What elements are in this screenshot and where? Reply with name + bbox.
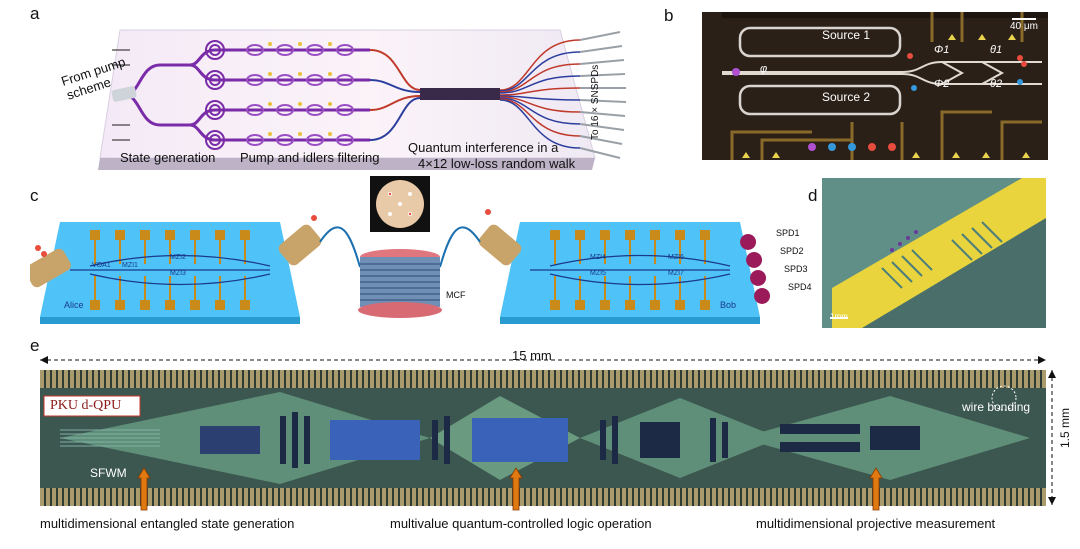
scale-bar-d-label: 1mm xyxy=(830,312,848,321)
bob-mzi6-label: MZI6 xyxy=(668,254,684,261)
caption-projective-measurement: multidimensional projective measurement xyxy=(756,516,996,531)
panel-d-letter: d xyxy=(808,186,818,205)
alice-mzi3-label: MZI3 xyxy=(170,270,186,277)
caption-logic-operation: multivalue quantum-controlled logic oper… xyxy=(390,516,652,531)
spd4-label: SPD4 xyxy=(788,282,812,292)
panel-d-photo xyxy=(822,178,1046,328)
bob-mzi7-label: MZI7 xyxy=(668,270,684,277)
spd2-label: SPD2 xyxy=(780,246,804,256)
panel-c-letter: c xyxy=(30,186,39,205)
chip-name-label: PKU d-QPU xyxy=(50,398,122,413)
spd1-label: SPD1 xyxy=(776,228,800,238)
phi1-label: Φ1 xyxy=(934,44,950,56)
source2-label: Source 2 xyxy=(822,90,871,104)
bob-mzi5-label: MZI5 xyxy=(590,270,606,277)
theta2-label: θ2 xyxy=(990,78,1003,90)
panel-e-arrows xyxy=(137,467,883,511)
panel-a-letter: a xyxy=(30,4,40,23)
mcf-label: MCF xyxy=(446,290,466,300)
snspd-label: To 16 × SNSPDs xyxy=(590,64,601,140)
pump-filtering-label: Pump and idlers filtering xyxy=(240,150,380,165)
bob-mzi4-label: MZI4 xyxy=(590,254,606,261)
bob-label: Bob xyxy=(720,300,737,310)
panel-b-letter: b xyxy=(664,6,674,25)
panel-a-chip-diagram xyxy=(98,29,627,170)
theta1-label: θ1 xyxy=(990,44,1003,56)
chip-height-label: 1.5 mm xyxy=(1058,407,1072,448)
panel-e-dimension-lines xyxy=(40,356,1056,505)
wire-bonding-label: wire bonding xyxy=(962,400,1031,414)
interference-label-2: 4×12 low-loss random walk xyxy=(418,156,576,171)
interference-label-1: Quantum interference in a xyxy=(408,140,559,155)
alice-voa-label: VOA1 xyxy=(92,262,111,269)
panel-c-setup xyxy=(30,176,771,324)
caption-state-generation: multidimensional entangled state generat… xyxy=(40,516,295,531)
panel-b-micrograph xyxy=(702,12,1048,160)
sfwm-label: SFWM xyxy=(90,466,127,480)
alice-mzi1-label: MZI1 xyxy=(122,262,138,269)
source1-label: Source 1 xyxy=(822,28,871,42)
alice-label: Alice xyxy=(64,300,84,310)
chip-width-label: 15 mm xyxy=(512,348,552,363)
phi-label: φ xyxy=(760,63,768,75)
spd3-label: SPD3 xyxy=(784,264,808,274)
phi2-label: Φ2 xyxy=(934,78,950,90)
state-generation-label: State generation xyxy=(120,150,216,165)
alice-mzi2-label: MZI2 xyxy=(170,254,186,261)
panel-e-letter: e xyxy=(30,336,40,355)
scale-bar-b-label: 40 μm xyxy=(1010,21,1038,32)
